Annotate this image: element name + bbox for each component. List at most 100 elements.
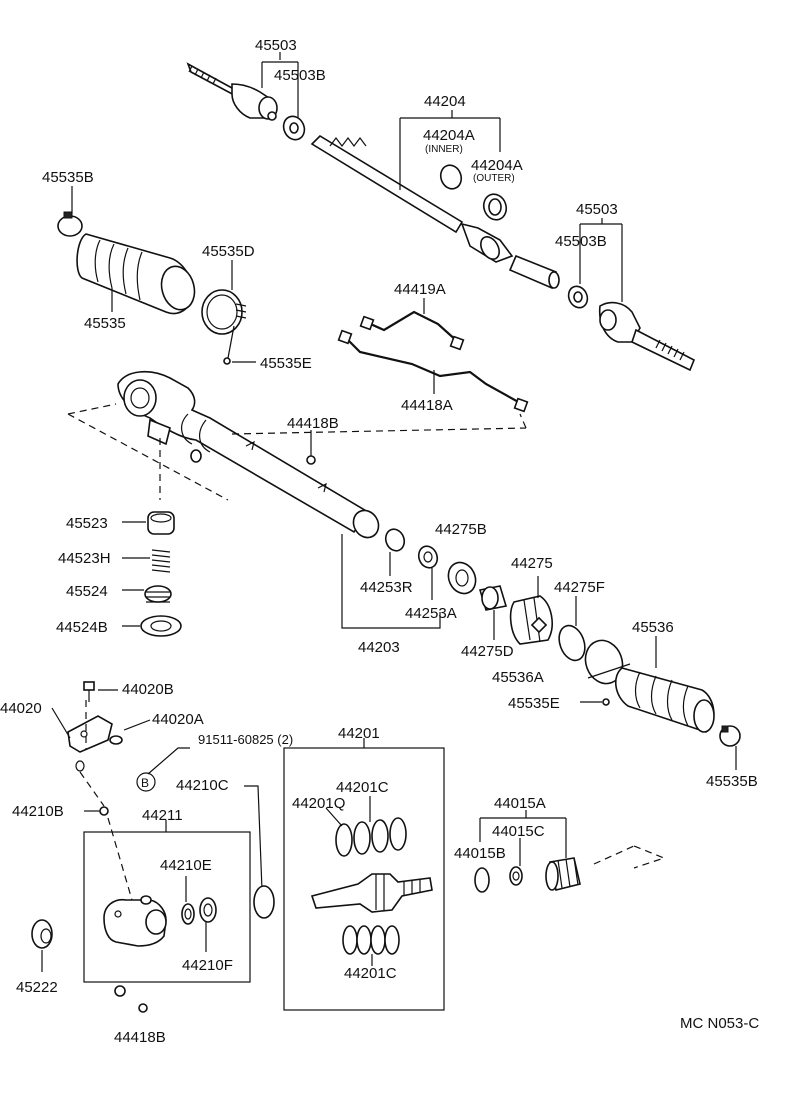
label-44020: 44020 [0, 700, 42, 717]
seal-44210E [181, 903, 195, 925]
label-44275D: 44275D [461, 643, 514, 660]
label-45503-right: 45503 [576, 201, 618, 218]
label-45535B-bottom: 45535B [706, 773, 758, 790]
label-45535E-mid: 45535E [508, 695, 560, 712]
centerline-housing [67, 403, 527, 501]
label-44020A: 44020A [152, 711, 204, 728]
tie-rod-end-left [186, 62, 278, 121]
label-44201: 44201 [338, 725, 380, 742]
label-44201C-bottom: 44201C [344, 965, 397, 982]
bearing-44015C [509, 866, 523, 886]
label-45536A: 45536A [492, 669, 544, 686]
label-44418B-top: 44418B [287, 415, 339, 432]
spring-44523H [151, 549, 171, 573]
label-bolt-b: B [141, 776, 149, 790]
label-45535: 45535 [84, 315, 126, 332]
label-44275: 44275 [511, 555, 553, 572]
label-44253A: 44253A [405, 605, 457, 622]
part-labels: 45503 45503B 44204 44204A (INNER) 44204A… [0, 37, 759, 1046]
rings-44201C-top [335, 817, 407, 857]
leaders-guide [122, 521, 150, 627]
washer-44020A [109, 735, 123, 745]
label-44523H: 44523H [58, 550, 111, 567]
screw-45535E-top [223, 325, 235, 365]
label-44524B: 44524B [56, 619, 108, 636]
bolt-44020B [83, 681, 95, 702]
label-inner: (INNER) [425, 144, 463, 155]
stopper-44275D [478, 585, 508, 611]
label-44210C: 44210C [176, 777, 229, 794]
label-44015C: 44015C [492, 823, 545, 840]
label-44203: 44203 [358, 639, 400, 656]
label-45535E-top: 45535E [260, 355, 312, 372]
label-44201Q: 44201Q [292, 795, 345, 812]
bracket-44020 [67, 715, 113, 753]
leader-45503-right [579, 218, 623, 302]
label-44210E: 44210E [160, 857, 212, 874]
label-44204A-outer: 44204A [471, 157, 523, 174]
seal-44253R [384, 528, 406, 552]
label-44015B: 44015B [454, 845, 506, 862]
boot-45536 [615, 667, 715, 733]
rack-housing-44203 [117, 371, 380, 539]
leader-45536A [587, 663, 631, 679]
tie-rod-end-right [598, 301, 696, 372]
label-44210F: 44210F [182, 957, 233, 974]
valve-housing-44211 [103, 895, 167, 947]
plug-45222 [31, 919, 53, 949]
washer-45503B-left [282, 115, 306, 141]
box-44211 [83, 831, 251, 983]
label-44210B: 44210B [12, 803, 64, 820]
plug-44418B-bottom2 [138, 1003, 148, 1013]
label-45535B-top: 45535B [42, 169, 94, 186]
label-44211: 44211 [142, 807, 183, 824]
leader-45503 [261, 52, 299, 118]
leader-44210C [244, 785, 263, 891]
bolt-B-marker [136, 772, 156, 792]
steering-rack-44204 [310, 134, 560, 290]
centerline-44015 [593, 845, 666, 869]
control-valve-shaft [310, 873, 433, 913]
washer-45503B-right [567, 285, 589, 309]
boot-45535 [76, 233, 196, 315]
label-44275F: 44275F [554, 579, 605, 596]
oring-44210C [253, 885, 275, 919]
plug-44418B-top [306, 455, 316, 465]
bushing-44204A-outer [482, 193, 508, 221]
rings-44201C-bottom [342, 925, 400, 955]
label-45536: 45536 [632, 619, 674, 636]
leader-44203 [341, 534, 441, 629]
label-45222: 45222 [16, 979, 58, 996]
label-91511: 91511-60825 (2) [198, 732, 293, 747]
oring-44204A-inner [439, 164, 463, 190]
label-44020B: 44020B [122, 681, 174, 698]
plug-45524 [144, 585, 172, 603]
label-44418B-bottom: 44418B [114, 1029, 166, 1046]
screw-45535E-mid [602, 698, 610, 706]
label-44201C-top: 44201C [336, 779, 389, 796]
tube-44418A [337, 329, 529, 413]
leader-44015A [479, 810, 567, 858]
label-44204: 44204 [424, 93, 466, 110]
label-45503B-right: 45503B [555, 233, 607, 250]
clamp-45535D [201, 289, 247, 335]
label-44015A: 44015A [494, 795, 546, 812]
leader-91511 [147, 747, 190, 775]
label-45523: 45523 [66, 515, 108, 532]
label-outer: (OUTER) [473, 173, 515, 184]
label-45503-top: 45503 [255, 37, 297, 54]
seal-44253A [417, 545, 439, 569]
clamp-45535B-left [57, 211, 83, 237]
nut-44524B [140, 615, 182, 637]
label-44253R: 44253R [360, 579, 413, 596]
clamp-45535B-right [719, 725, 741, 747]
leader-44204 [399, 110, 501, 190]
clamp-45536A [584, 639, 624, 685]
label-45524: 45524 [66, 583, 108, 600]
bearing-44210F [199, 897, 217, 923]
plug-44418B-bottom [114, 985, 126, 997]
tube-44419A [359, 310, 465, 351]
oring-44275F [558, 624, 586, 662]
plug-44210B [99, 806, 109, 816]
